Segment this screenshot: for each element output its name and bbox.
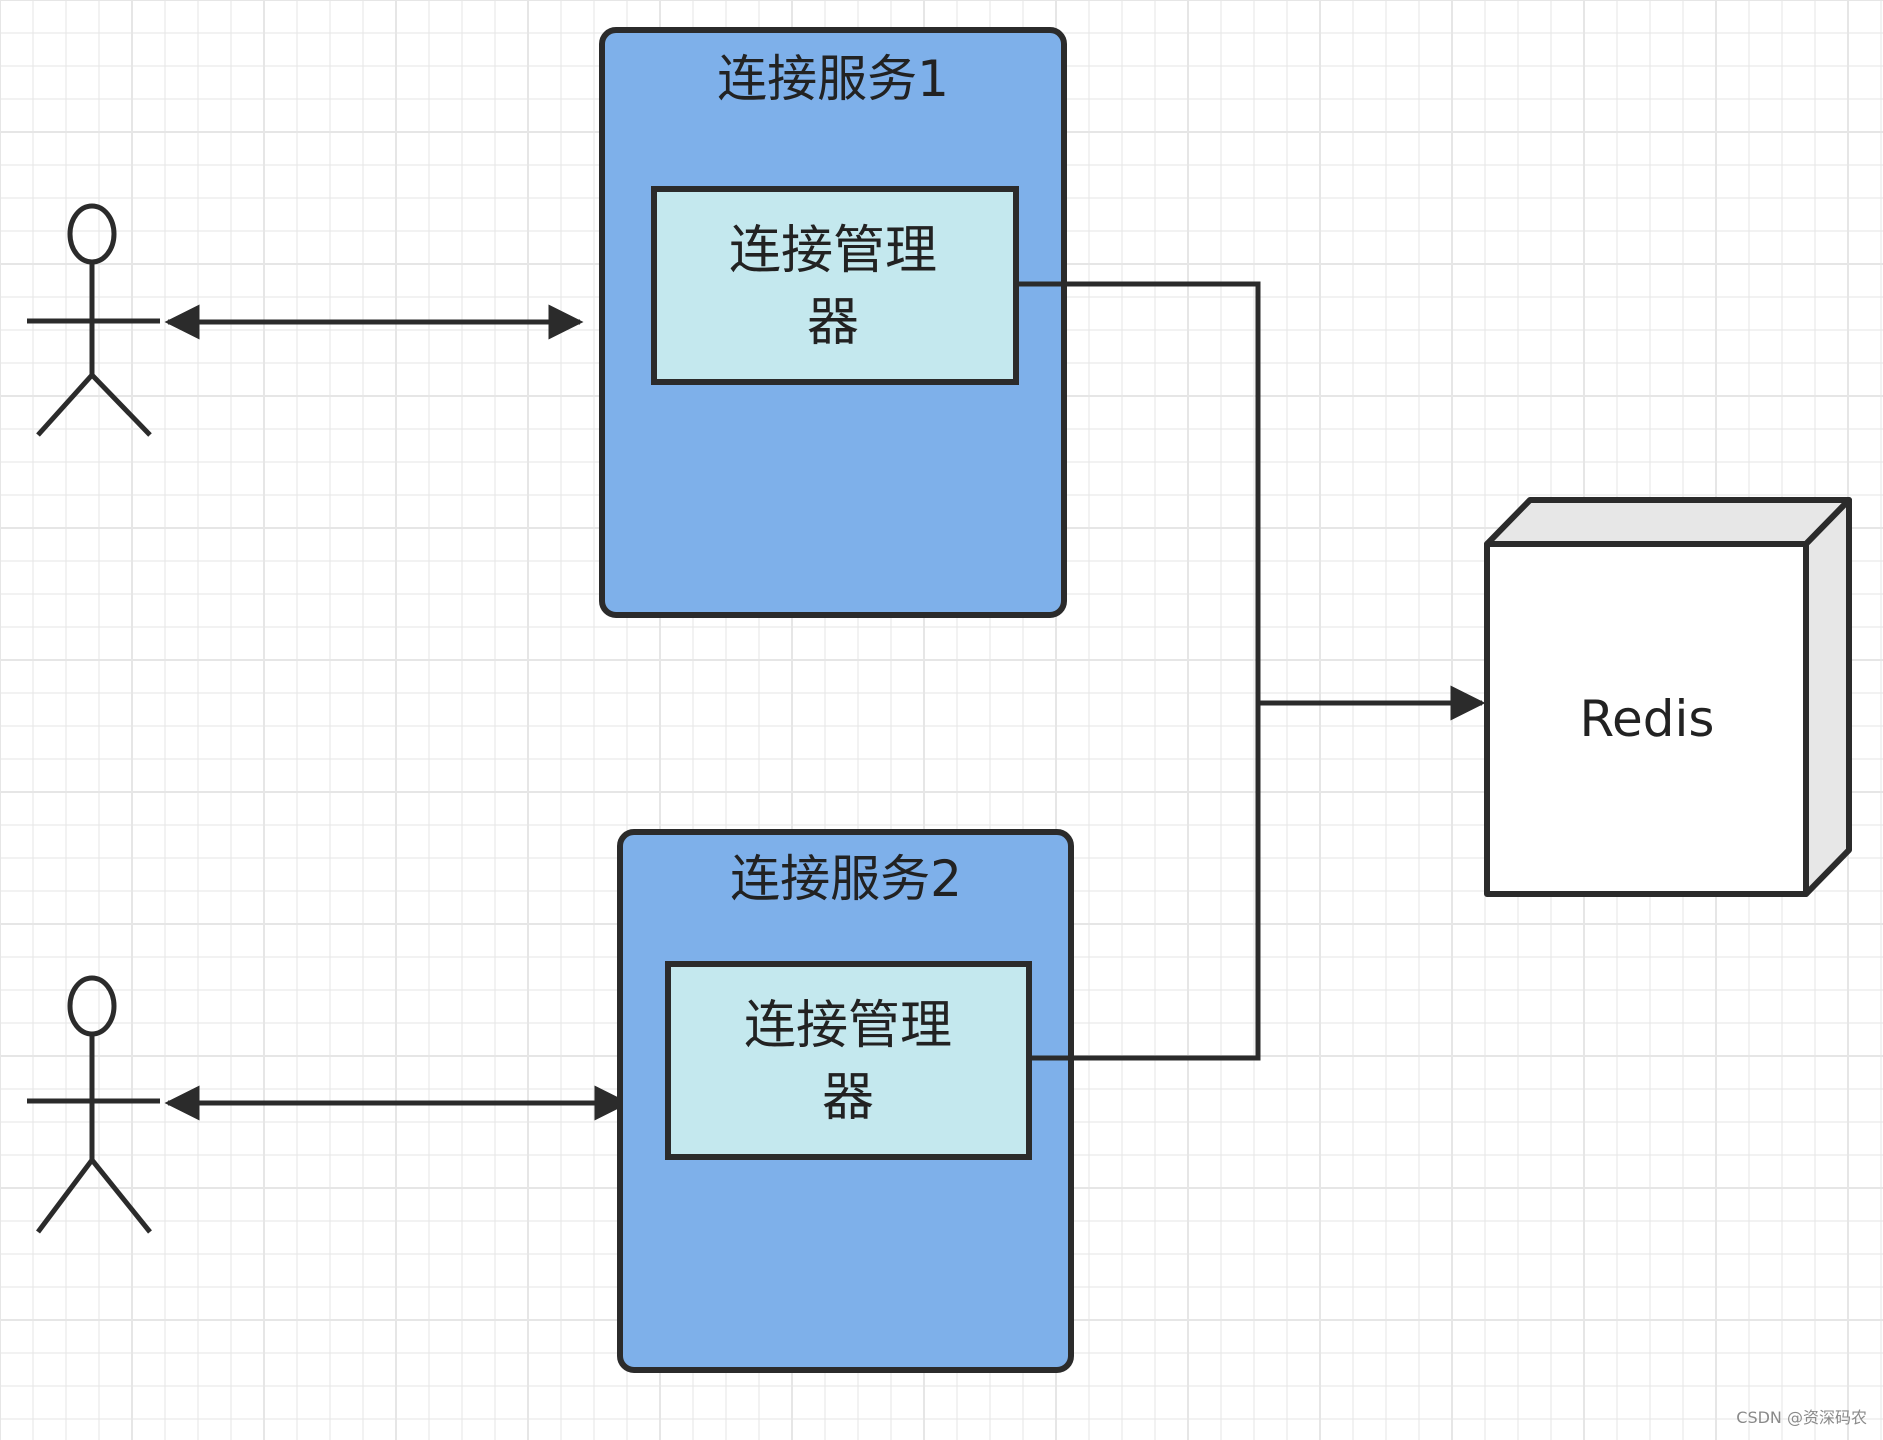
service-2-manager-label-line2: 器 [822,1068,874,1128]
service-2-box: 连接服务2 连接管理 器 [617,829,1074,1373]
service-2-manager-label-line1: 连接管理 [744,996,952,1056]
service-1-manager-label-line2: 器 [807,293,859,353]
actor-2-icon [27,975,160,1234]
service-1-box: 连接服务1 连接管理 器 [599,27,1067,618]
manager-2-to-redis-connector [1029,703,1261,1061]
service-1-connection-manager: 连接管理 器 [651,186,1019,385]
redis-node: Redis [1484,497,1852,897]
redis-label: Redis [1580,690,1715,748]
service-2-title: 连接服务2 [730,850,962,908]
watermark-text: CSDN @资深码农 [1736,1408,1867,1427]
manager-1-to-redis-connector [1016,281,1261,703]
service-1-manager-label-line1: 连接管理 [729,221,937,281]
service-1-title: 连接服务1 [717,50,949,108]
actor-1-icon [27,203,160,437]
service-2-connection-manager: 连接管理 器 [665,961,1032,1160]
